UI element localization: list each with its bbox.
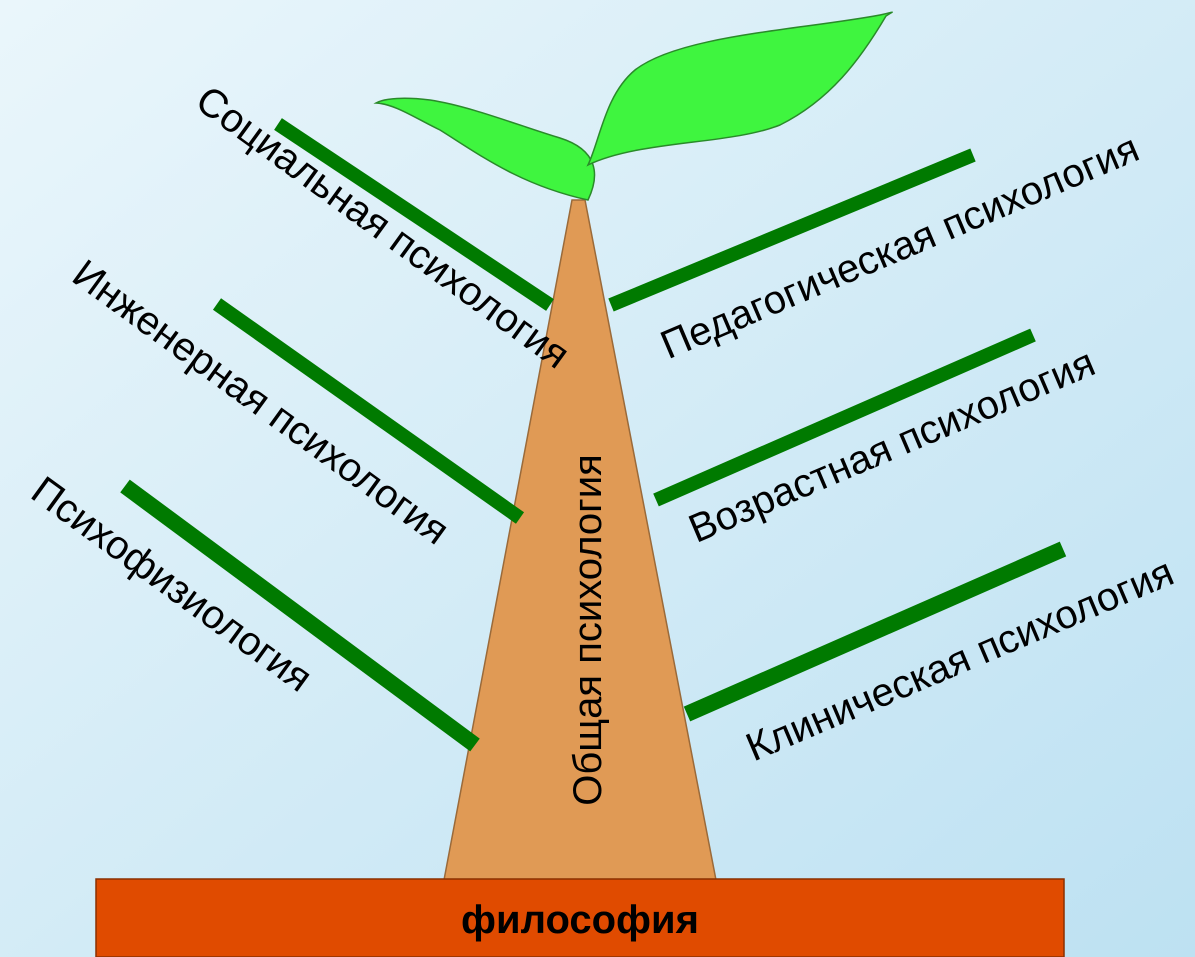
leaf-left xyxy=(373,97,596,201)
branch-psychophysiology xyxy=(120,479,480,752)
branch-developmental xyxy=(653,328,1036,507)
base-label: философия xyxy=(461,898,699,942)
branch-social xyxy=(274,118,554,311)
branch-engineering xyxy=(212,298,525,524)
branch-clinical xyxy=(683,541,1067,722)
branch-pedagogical xyxy=(608,148,976,312)
trunk-label: Общая психология xyxy=(566,454,610,806)
branches xyxy=(120,118,1067,752)
leaf-right xyxy=(586,11,893,167)
base-block xyxy=(95,878,1065,957)
leaf-icon xyxy=(373,11,893,201)
